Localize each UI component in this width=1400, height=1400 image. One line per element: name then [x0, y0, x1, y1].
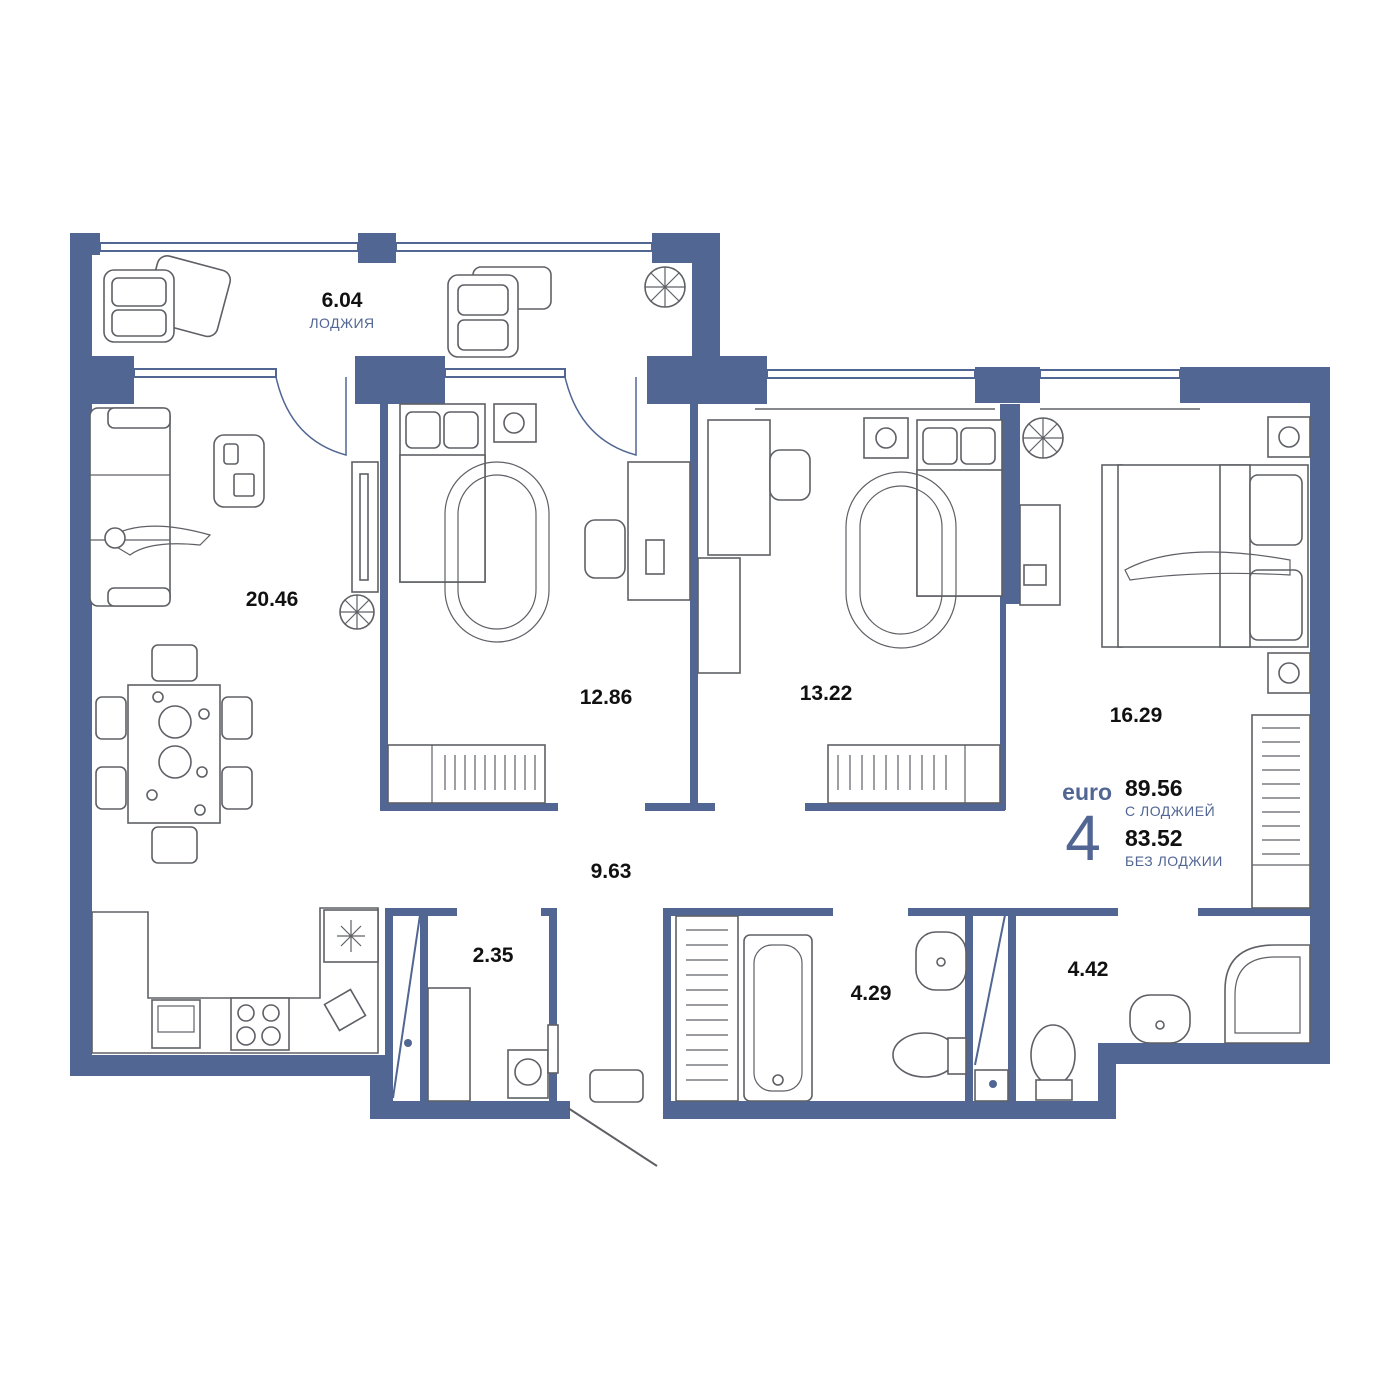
master-bedroom-wall-bottom — [1198, 908, 1310, 916]
bathroom-door-leaf[interactable] — [974, 914, 1006, 1066]
towel-warmer-icon — [675, 915, 739, 1102]
window-loggia-right — [395, 242, 653, 252]
bathroom-divider-wall — [965, 908, 973, 1101]
dresser-icon — [1019, 504, 1061, 606]
bathtub-icon — [743, 934, 813, 1102]
loggia-door-bedroom[interactable] — [564, 376, 637, 456]
shower-icon — [1224, 944, 1311, 1044]
outer-wall-bottom-storage — [370, 1101, 570, 1119]
master-bedroom-area: 16.29 — [1110, 704, 1163, 727]
toilet-icon — [1030, 1024, 1076, 1101]
dining-table-icon — [95, 644, 253, 864]
loggia-door-living[interactable] — [275, 376, 347, 456]
wall-pillar-top-left — [70, 233, 100, 255]
door-handle-icon — [989, 1080, 997, 1088]
plant-icon — [1022, 417, 1064, 459]
outer-wall-bottom-right-step — [1098, 1043, 1330, 1064]
furniture — [89, 255, 1311, 1103]
bedroom-2-wall-right-lower — [1000, 604, 1006, 810]
washing-machine-icon — [427, 987, 559, 1102]
room-count: 4 — [1065, 802, 1101, 874]
bathroom-wall-left — [663, 908, 671, 1101]
top-wall-middle-pillar — [975, 367, 1040, 403]
tv-stand-icon — [351, 461, 379, 593]
loggia-pillar-middle — [358, 233, 396, 263]
coffee-table-icon — [213, 434, 265, 508]
plant-icon — [644, 266, 686, 308]
window-bedroom-1 — [444, 368, 566, 378]
area-with-loggia: 89.56 — [1125, 775, 1183, 801]
nightstand-icon — [1267, 416, 1311, 694]
area-with-loggia-label: С ЛОДЖИЕЙ — [1125, 802, 1215, 819]
bedroom-2-wall-right — [1000, 404, 1020, 604]
storage-wall-middle — [420, 908, 428, 1101]
outer-wall-bottom-right-vertical — [1098, 1043, 1116, 1119]
loggia-label: ЛОДЖИЯ — [309, 315, 374, 331]
hallway-area: 9.63 — [591, 860, 632, 883]
bed-icon — [399, 403, 537, 583]
bed-icon — [863, 417, 1003, 597]
doormat-icon — [589, 1069, 644, 1103]
window-loggia-left — [99, 242, 359, 252]
window-master-bedroom — [1039, 369, 1181, 379]
double-bed-icon — [1101, 464, 1309, 648]
sink-icon — [1129, 994, 1191, 1044]
top-wall-right-pillar — [1180, 367, 1330, 403]
bedroom-2-area: 13.22 — [800, 682, 853, 705]
rug-icon — [845, 471, 957, 649]
room-labels: 6.04 ЛОДЖИЯ 20.46 12.86 13.22 16.29 9.63… — [246, 289, 1163, 1005]
loggia-wall-bottom-middle — [355, 356, 445, 404]
shower-room-area: 4.42 — [1068, 958, 1109, 981]
wardrobe-icon — [387, 744, 546, 804]
storage-area: 2.35 — [473, 944, 514, 967]
shower-wall-left — [1008, 908, 1016, 1101]
loggia-wall-bottom-left — [92, 356, 134, 404]
bedroom-1-wall-left — [380, 404, 388, 810]
entrance-door-leaf[interactable] — [567, 1107, 658, 1167]
kitchen-counter-icon — [91, 907, 379, 1054]
bathroom-area: 4.29 — [851, 982, 892, 1005]
fridge-icon — [323, 909, 379, 963]
outer-wall-right — [1310, 367, 1330, 1064]
area-without-loggia: 83.52 — [1125, 825, 1183, 851]
loggia-area: 6.04 — [322, 289, 363, 312]
wardrobe-icon — [827, 744, 1001, 804]
armchair-icon — [103, 255, 232, 343]
window-living-room — [133, 368, 277, 378]
bathroom-wall-top — [663, 908, 833, 916]
storage-wall-right — [549, 908, 557, 1101]
rug-icon — [444, 461, 550, 643]
bedroom-1-wall-bottom — [380, 803, 558, 811]
storage-door-leaf[interactable] — [392, 914, 421, 1099]
windows — [99, 242, 1181, 1167]
walls — [70, 233, 1330, 1119]
wardrobe-icon — [1251, 714, 1311, 909]
brand-label: euro — [1062, 779, 1112, 805]
door-handle-icon — [404, 1039, 412, 1047]
bedroom-divider-wall — [690, 404, 698, 810]
toilet-icon — [892, 1032, 967, 1078]
bedroom-2-wall-bottom — [805, 803, 1005, 811]
bedroom-1-wall-bottom-right — [645, 803, 715, 811]
outer-wall-left — [70, 233, 92, 1076]
plant-icon — [339, 594, 375, 630]
desk-icon — [697, 419, 811, 674]
floor-drain-icon — [974, 1069, 1009, 1102]
outer-wall-bottom-bath — [663, 1101, 1116, 1119]
storage-wall-left — [385, 908, 393, 1101]
bedroom-1-area: 12.86 — [580, 686, 633, 709]
area-without-loggia-label: БЕЗ ЛОДЖИИ — [1125, 853, 1223, 869]
unit-summary: euro 4 89.56 С ЛОДЖИЕЙ 83.52 БЕЗ ЛОДЖИИ — [1062, 775, 1223, 874]
living-kitchen-area: 20.46 — [246, 588, 299, 611]
desk-icon — [584, 461, 691, 601]
sink-icon — [915, 931, 967, 991]
armchair-icon — [447, 266, 552, 358]
sofa-icon — [89, 407, 212, 607]
outer-wall-bottom-left — [70, 1055, 385, 1076]
loggia-wall-bottom-right — [647, 356, 767, 404]
window-bedroom-2 — [766, 369, 976, 379]
